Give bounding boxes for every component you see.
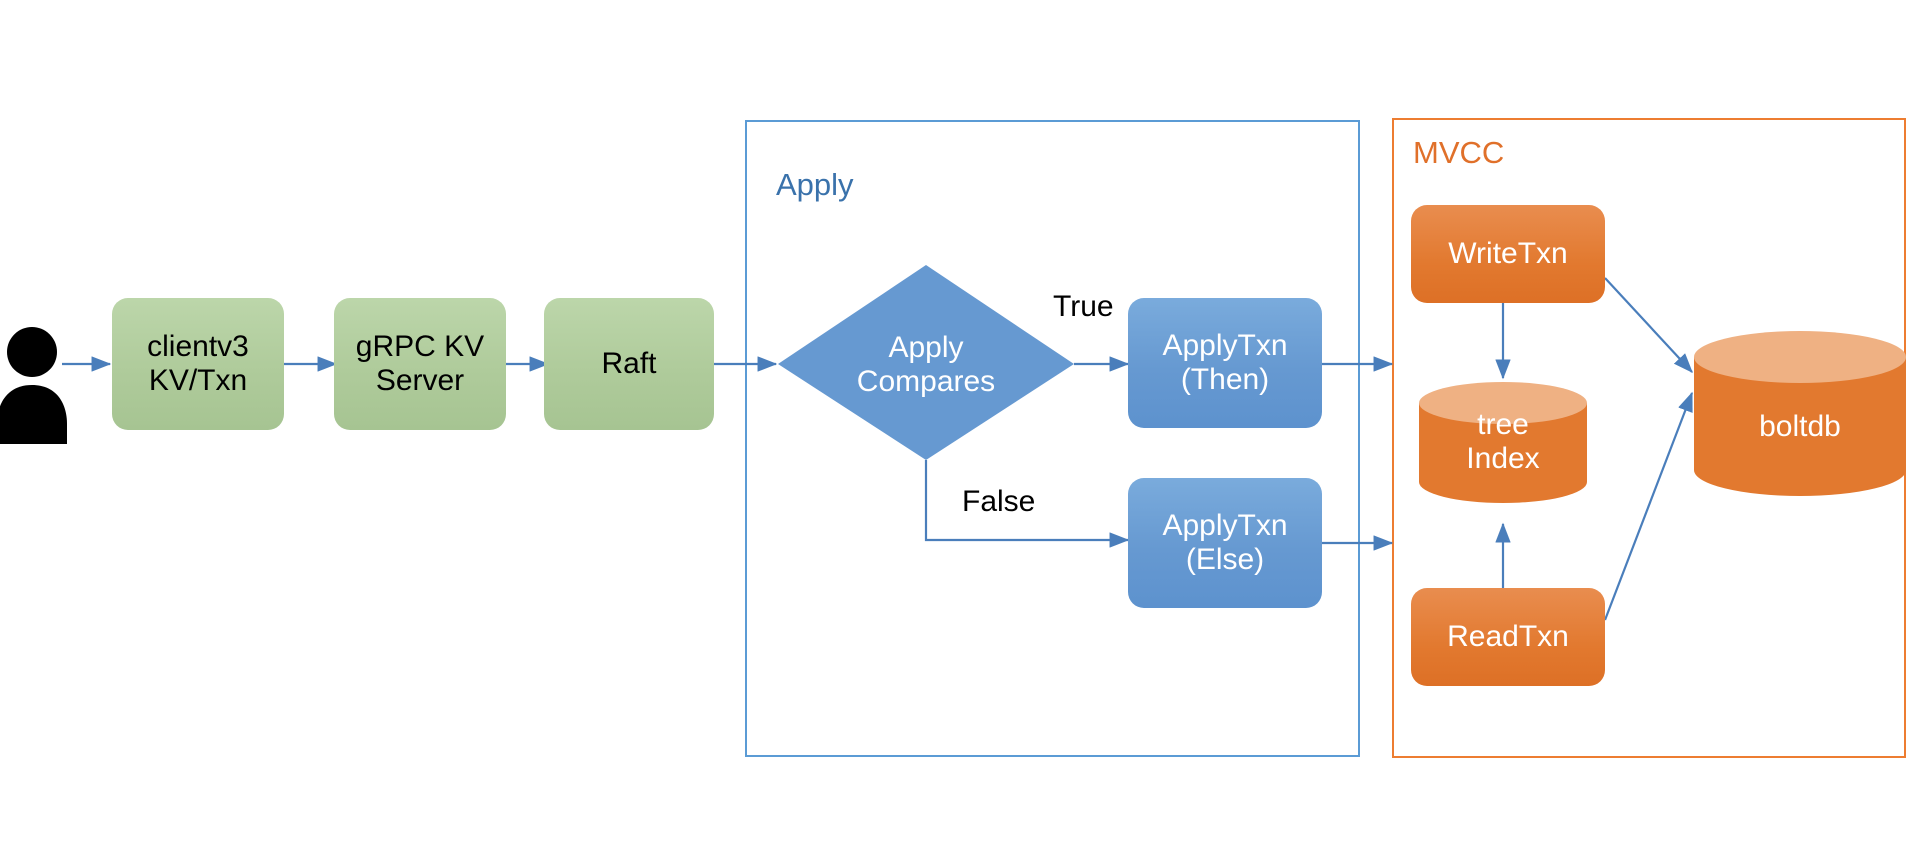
apply-compares-line1: Apply bbox=[888, 331, 964, 365]
group-apply bbox=[745, 120, 1360, 757]
group-apply-label: Apply bbox=[776, 167, 854, 202]
node-clientv3-line2: KV/Txn bbox=[148, 364, 248, 397]
node-applytxn-then-line2: (Then) bbox=[1180, 363, 1270, 396]
node-raft[interactable]: Raft bbox=[544, 298, 714, 430]
node-clientv3[interactable]: clientv3 KV/Txn bbox=[112, 298, 284, 430]
apply-compares-line2: Compares bbox=[856, 365, 996, 398]
node-grpc-kv-server[interactable]: gRPC KV Server bbox=[334, 298, 506, 430]
node-writetxn-label: WriteTxn bbox=[1448, 237, 1568, 271]
group-mvcc-label: MVCC bbox=[1413, 135, 1505, 170]
edge-label-false: False bbox=[962, 485, 1036, 518]
node-grpc-line1: gRPC KV bbox=[355, 330, 485, 364]
node-applytxn-else-line2: (Else) bbox=[1185, 543, 1265, 576]
node-applytxn-then[interactable]: ApplyTxn (Then) bbox=[1128, 298, 1322, 428]
node-readtxn-label: ReadTxn bbox=[1447, 620, 1569, 654]
node-applytxn-else-line1: ApplyTxn bbox=[1162, 509, 1288, 543]
node-applytxn-else[interactable]: ApplyTxn (Else) bbox=[1128, 478, 1322, 608]
node-readtxn[interactable]: ReadTxn bbox=[1411, 588, 1605, 686]
node-applytxn-then-line1: ApplyTxn bbox=[1162, 329, 1288, 363]
node-writetxn[interactable]: WriteTxn bbox=[1411, 205, 1605, 303]
node-grpc-line2: Server bbox=[375, 364, 465, 397]
node-raft-label: Raft bbox=[601, 347, 657, 381]
node-clientv3-line1: clientv3 bbox=[147, 330, 249, 364]
edge-label-true: True bbox=[1053, 290, 1114, 323]
person-icon bbox=[0, 327, 67, 444]
apply-compares-label: Apply Compares bbox=[826, 330, 1026, 400]
